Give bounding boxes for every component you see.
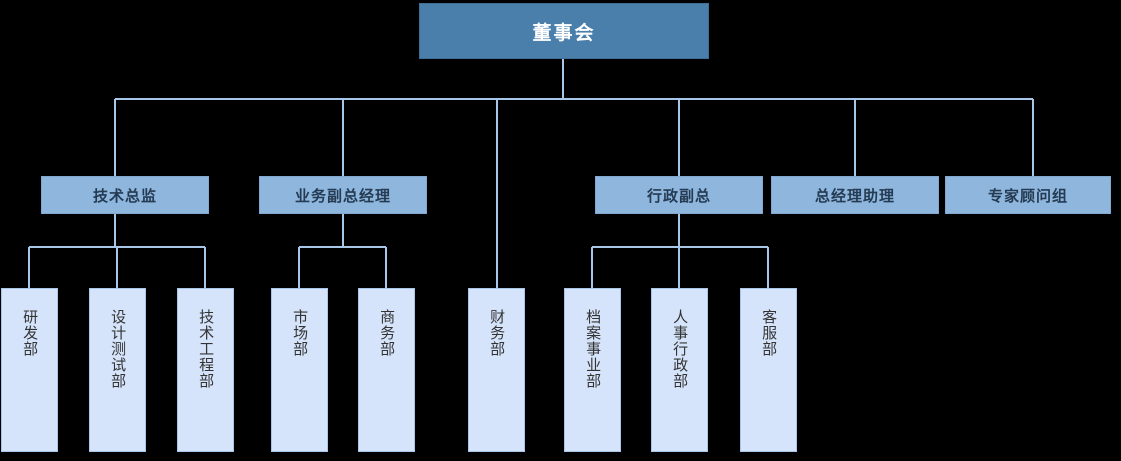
node-gm-assistant[interactable]: 总经理助理: [771, 176, 939, 214]
node-board-of-directors[interactable]: 董事会: [419, 3, 709, 59]
node-design-test-dept[interactable]: 设计测试部: [89, 288, 146, 452]
node-commerce-dept[interactable]: 商务部: [358, 288, 415, 452]
node-label: 研发部: [21, 309, 40, 357]
node-finance-dept[interactable]: 财务部: [468, 288, 525, 452]
node-tech-eng-dept[interactable]: 技术工程部: [177, 288, 234, 452]
node-label: 业务副总经理: [294, 186, 391, 205]
node-expert-group[interactable]: 专家顾问组: [945, 176, 1111, 214]
node-customer-service-dept[interactable]: 客服部: [740, 288, 797, 452]
node-label: 技术总监: [92, 186, 157, 205]
node-label: 档案事业部: [584, 309, 603, 389]
node-label: 董事会: [532, 21, 596, 44]
node-label: 财务部: [488, 309, 507, 357]
node-label: 市场部: [291, 309, 310, 357]
node-label: 人事行政部: [671, 309, 690, 389]
node-label: 设计测试部: [109, 309, 128, 389]
node-label: 商务部: [378, 309, 397, 357]
node-tech-director[interactable]: 技术总监: [41, 176, 209, 214]
node-label: 总经理助理: [814, 186, 895, 205]
node-archive-dept[interactable]: 档案事业部: [564, 288, 621, 452]
node-market-dept[interactable]: 市场部: [271, 288, 328, 452]
node-admin-vp[interactable]: 行政副总: [595, 176, 763, 214]
node-business-vp[interactable]: 业务副总经理: [259, 176, 427, 214]
node-label: 客服部: [760, 309, 779, 357]
node-label: 专家顾问组: [987, 186, 1068, 205]
node-rnd-dept[interactable]: 研发部: [1, 288, 58, 452]
node-label: 行政副总: [646, 186, 711, 205]
node-label: 技术工程部: [197, 309, 216, 389]
node-hr-admin-dept[interactable]: 人事行政部: [651, 288, 708, 452]
